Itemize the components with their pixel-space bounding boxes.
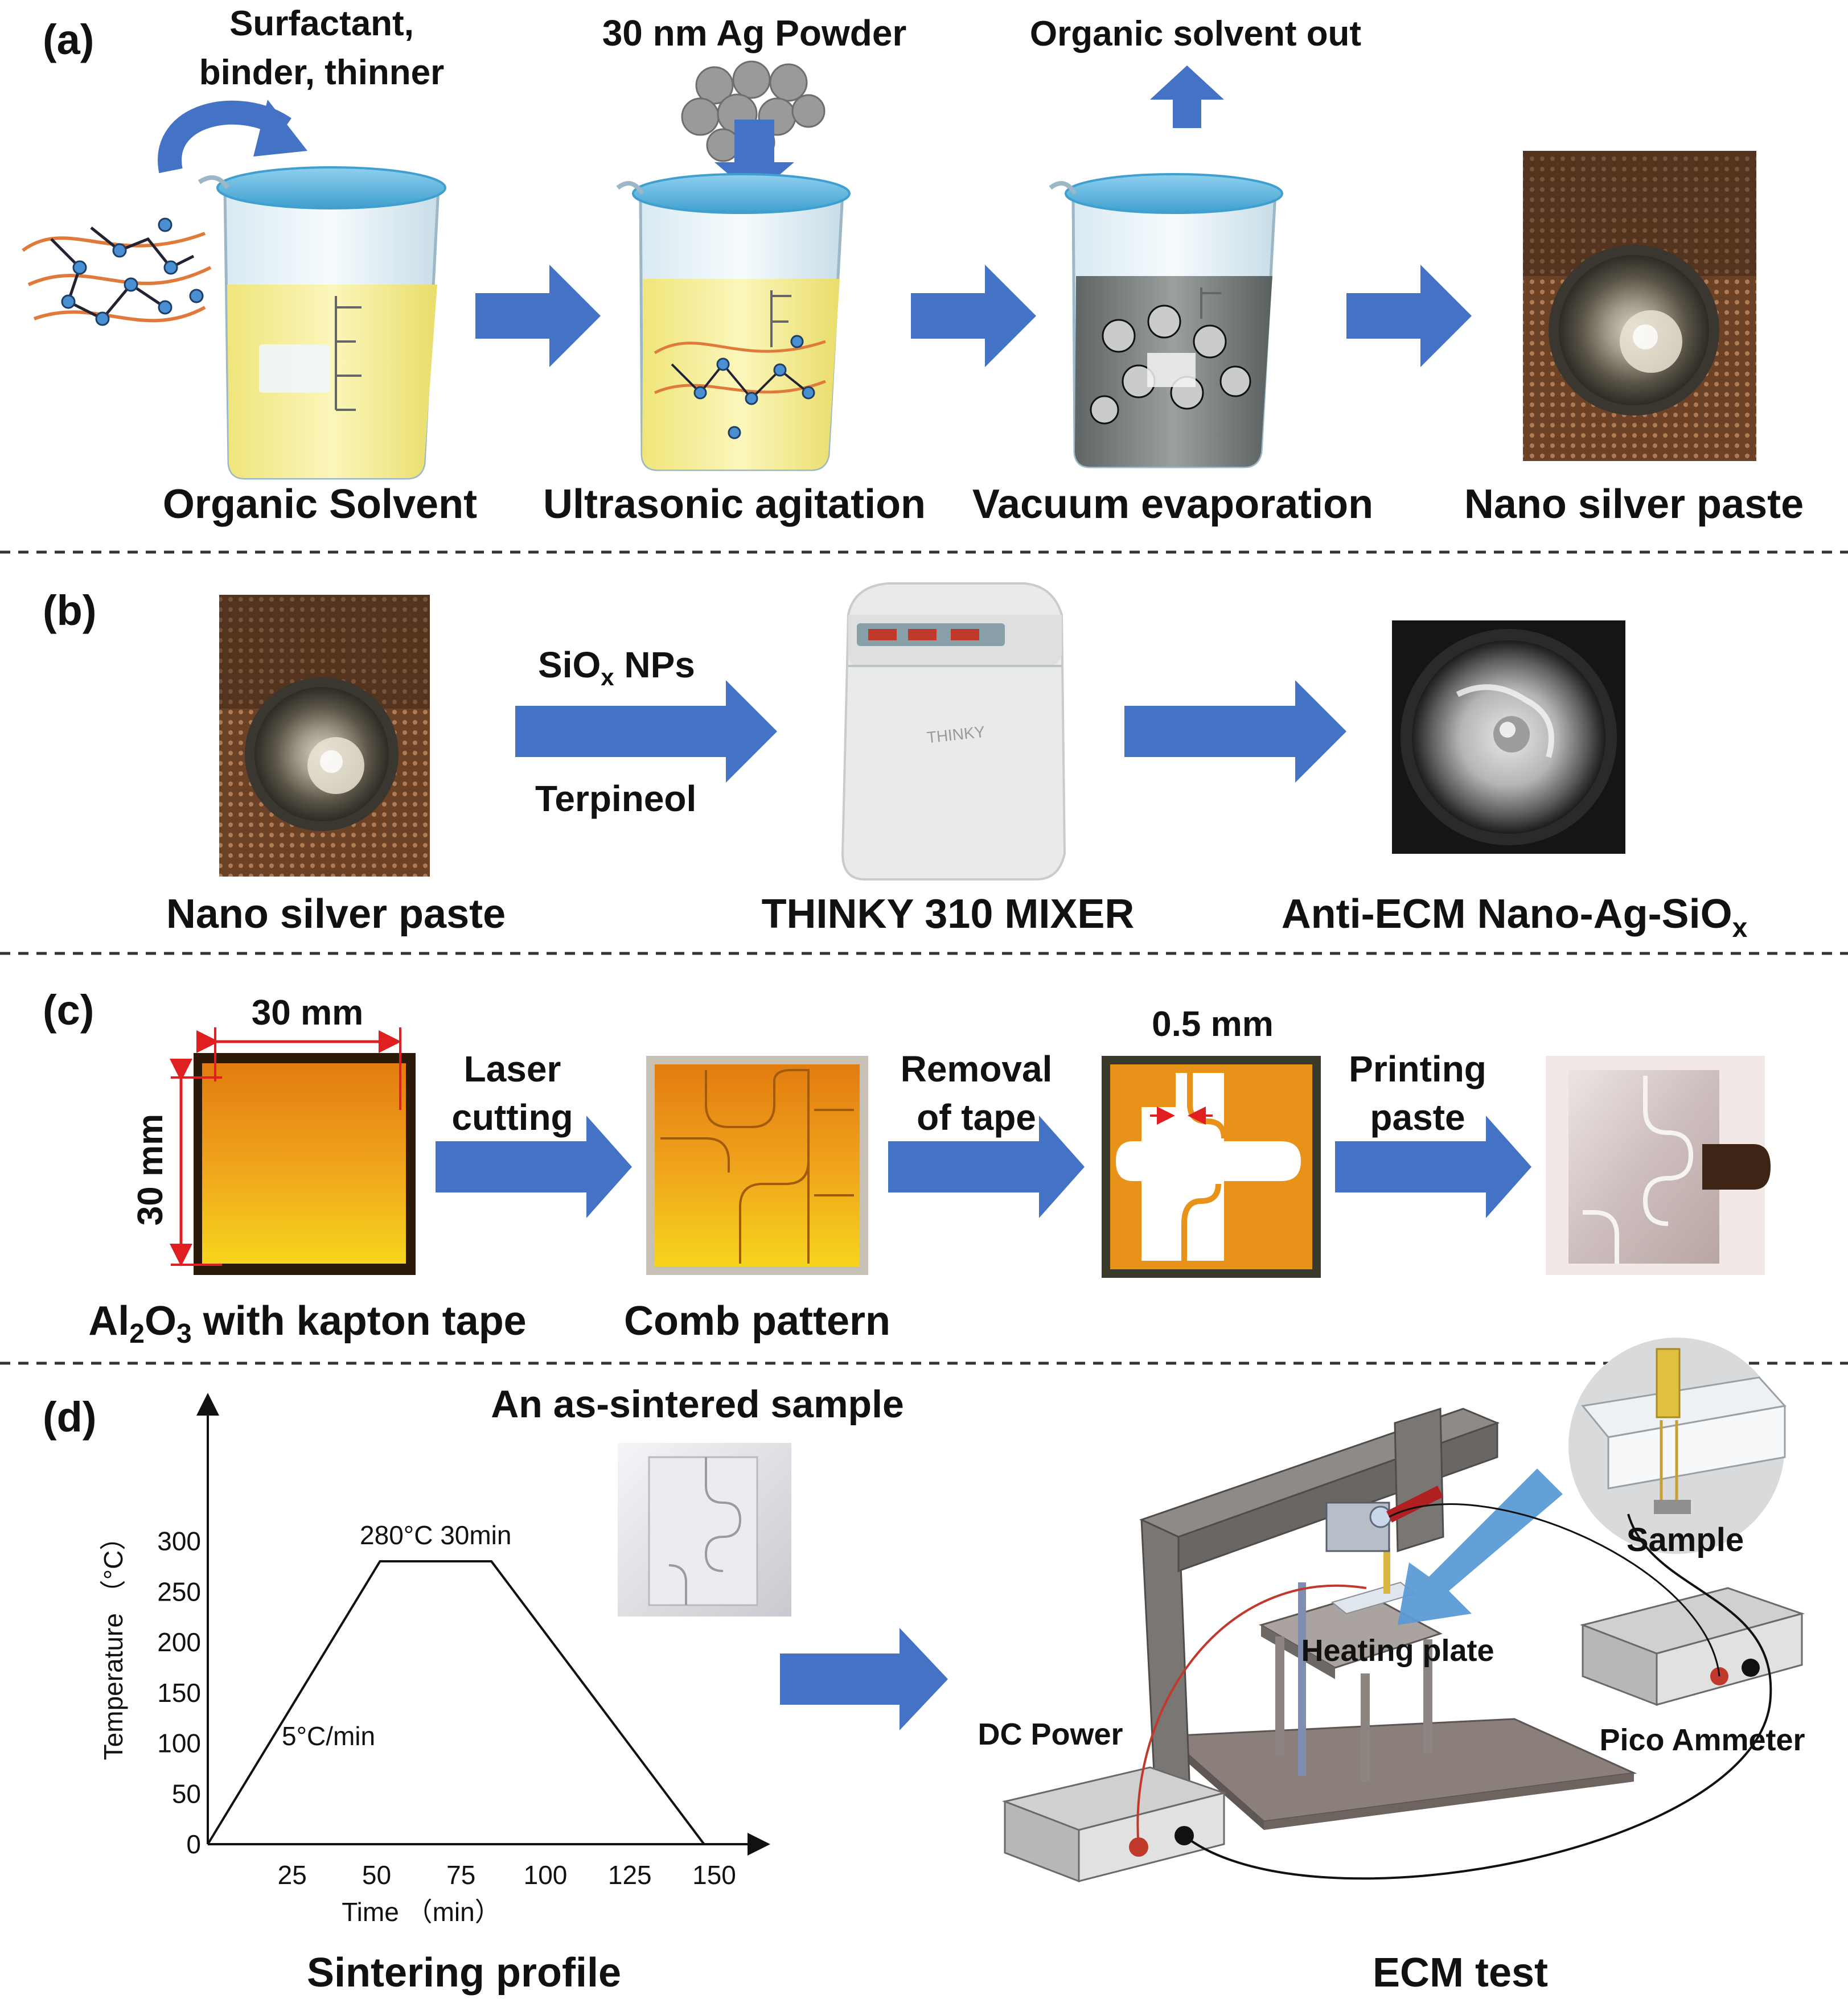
caption-thinky-mixer: THINKY 310 MIXER — [762, 891, 1135, 937]
reagent-label-line2: binder, thinner — [199, 53, 445, 92]
process-arrow-a3 — [1346, 265, 1472, 367]
caption-vacuum-evaporation: Vacuum evaporation — [972, 482, 1373, 527]
y-tick-label: 0 — [186, 1829, 201, 1859]
panel-d: (d) 25 50 75 100 125 150 0 50 100 150 200 250 300 T… — [43, 1338, 1805, 1996]
process-arrow-c2 — [888, 1116, 1085, 1218]
step-printing-line2: paste — [1370, 1097, 1465, 1138]
terpineol-label: Terpineol — [535, 778, 696, 819]
tape-removed-photo — [1102, 1056, 1321, 1278]
process-arrow-a1 — [475, 265, 601, 367]
x-tick-label: 150 — [692, 1860, 736, 1890]
add-reagents-arrow-icon — [158, 100, 307, 174]
comb-pattern-photo — [646, 1056, 868, 1275]
dc-power-label: DC Power — [978, 1717, 1123, 1751]
x-tick-label: 50 — [362, 1860, 391, 1890]
step-laser-line2: cutting — [451, 1097, 573, 1138]
panel-b: (b) SiOx NPs Terpineol THINKY — [43, 582, 1748, 943]
panel-c: (c) 30 mm 30 mm Laser cutting — [43, 986, 1771, 1349]
solvent-out-label: Organic solvent out — [1030, 14, 1361, 54]
caption-ecm-test: ECM test — [1373, 1950, 1548, 1996]
sample-label: Sample — [1627, 1521, 1744, 1558]
x-tick-label: 25 — [278, 1860, 307, 1890]
panel-b-label: (b) — [43, 587, 97, 634]
y-axis-title: Temperature （°C） — [98, 1524, 128, 1761]
ag-powder-label: 30 nm Ag Powder — [602, 13, 907, 54]
caption-al2o3-kapton: Al2O3 with kapton tape — [88, 1298, 526, 1349]
thinky-mixer-device: THINKY — [841, 582, 1066, 881]
y-tick-label: 100 — [157, 1729, 201, 1758]
step-removal-line1: Removal — [901, 1048, 1053, 1089]
red-wire — [1136, 1584, 1367, 1848]
sio-nps-label: SiOx NPs — [538, 644, 695, 690]
x-tick-label: 100 — [524, 1860, 568, 1890]
step-laser-line1: Laser — [464, 1048, 561, 1089]
x-axis-title: Time （min） — [342, 1897, 500, 1927]
y-tick-label: 200 — [157, 1627, 201, 1657]
process-arrow-b2 — [1124, 680, 1346, 783]
temperature-profile-line — [207, 1560, 705, 1845]
anti-ecm-paste-photo — [1392, 620, 1625, 854]
caption-sintering-profile: Sintering profile — [307, 1950, 621, 1996]
process-arrow-b1 — [515, 680, 777, 783]
pico-ammeter-box — [1580, 1587, 1805, 1706]
caption-anti-ecm-paste: Anti-ECM Nano-Ag-SiOx — [1282, 891, 1748, 943]
process-arrow-c3 — [1335, 1116, 1531, 1218]
svg-text:30 mm: 30 mm — [252, 993, 363, 1033]
black-wire — [1183, 1513, 1772, 1880]
panel-a-label: (a) — [43, 16, 94, 63]
as-sintered-title: An as-sintered sample — [491, 1383, 904, 1426]
sintering-profile-chart: 25 50 75 100 125 150 0 50 100 150 200 250 300 Time … — [98, 1393, 770, 1927]
pico-ammeter-label: Pico Ammeter — [1599, 1723, 1805, 1757]
caption-comb-pattern: Comb pattern — [624, 1298, 890, 1344]
x-tick-label: 75 — [446, 1860, 475, 1890]
caption-nano-silver-paste-a: Nano silver paste — [1464, 482, 1804, 527]
plateau-annotation: 280°C 30min — [360, 1520, 511, 1550]
reagent-label-line1: Surfactant, — [229, 4, 414, 43]
beaker-ultrasonic-agitation — [616, 173, 851, 471]
y-tick-label: 50 — [172, 1779, 201, 1808]
ramp-annotation: 5°C/min — [282, 1721, 375, 1751]
process-arrow-c1 — [436, 1116, 632, 1218]
process-arrow-a2 — [911, 265, 1036, 367]
beaker-organic-solvent — [198, 166, 446, 480]
kapton-substrate-photo — [194, 1053, 416, 1275]
y-tick-label: 250 — [157, 1577, 201, 1606]
solvent-out-arrow-icon — [1150, 65, 1224, 128]
x-tick-label: 125 — [608, 1860, 652, 1890]
caption-ultrasonic-agitation: Ultrasonic agitation — [543, 482, 926, 527]
as-sintered-sample-photo — [618, 1443, 791, 1617]
svg-text:30 mm: 30 mm — [131, 1114, 170, 1225]
step-printing-line1: Printing — [1349, 1048, 1486, 1089]
panel-d-label: (d) — [43, 1393, 97, 1441]
dimension-gap-label: 0.5 mm — [1152, 1005, 1274, 1044]
panel-a: (a) Surfactant, binder, thinner — [22, 4, 1804, 527]
panel-c-label: (c) — [43, 986, 94, 1034]
nano-silver-paste-photo — [1523, 151, 1756, 461]
ecm-test-setup: Sample Heating plate DC Powe — [978, 1338, 1805, 1883]
heating-plate-label: Heating plate — [1301, 1634, 1494, 1668]
molecule-cluster-icon — [22, 217, 212, 326]
step-removal-line2: of tape — [917, 1097, 1036, 1138]
caption-organic-solvent: Organic Solvent — [163, 482, 477, 527]
dimension-30mm-horizontal: 30 mm — [196, 993, 401, 1110]
beaker-vacuum-evaporation — [1049, 173, 1283, 468]
y-tick-label: 300 — [157, 1527, 201, 1556]
printed-paste-photo — [1546, 1056, 1771, 1275]
nano-silver-paste-photo-b — [219, 595, 430, 877]
process-arrow-d1 — [780, 1628, 948, 1730]
dimension-30mm-vertical: 30 mm — [131, 1059, 222, 1266]
caption-nano-silver-paste-b: Nano silver paste — [166, 891, 506, 937]
dc-power-box — [1001, 1766, 1227, 1883]
y-tick-label: 150 — [157, 1678, 201, 1708]
